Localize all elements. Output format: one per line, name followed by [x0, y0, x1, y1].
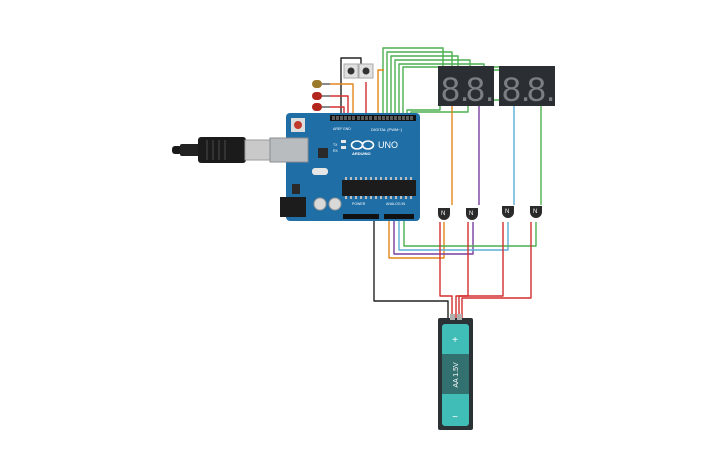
- usb-plug-body: [198, 137, 246, 163]
- wire-green-1[interactable]: [382, 47, 444, 118]
- digital-header-pins: [332, 116, 413, 120]
- reset-button-cap: [294, 121, 302, 129]
- digit-4: 8.: [527, 71, 555, 109]
- pushbutton-1[interactable]: [343, 63, 359, 79]
- analog-header: [384, 214, 414, 219]
- atmega-chip-pins: [345, 177, 412, 199]
- wire-purple-base[interactable]: [393, 220, 474, 255]
- wire-black-gnd[interactable]: [373, 220, 449, 318]
- battery-terminal-pos: [450, 314, 455, 320]
- gnd-label: GND: [343, 127, 351, 131]
- usb-plug-grip: [206, 140, 226, 160]
- regulator: [292, 184, 300, 194]
- arduino-uno-board[interactable]: DIGITAL (PWM~) AREF GND UNO ARDUINO TX R…: [269, 113, 420, 221]
- usb-cable-tail: [172, 146, 182, 154]
- led-yellow[interactable]: [312, 80, 330, 88]
- wire-green-base[interactable]: [403, 220, 537, 247]
- crystal: [312, 168, 328, 175]
- transistor-1[interactable]: N: [438, 208, 450, 220]
- wires: [322, 47, 542, 318]
- wire-red-led-1[interactable]: [322, 95, 349, 118]
- wire-orange-led[interactable]: [322, 83, 354, 118]
- aref-label: AREF: [333, 127, 342, 131]
- power-header: [343, 214, 379, 219]
- arduino-brand-text: ARDUINO: [352, 151, 371, 156]
- capacitor-2: [328, 197, 342, 211]
- seven-segment-display-right[interactable]: 8. 8.: [499, 66, 555, 109]
- wire-orange-base[interactable]: [388, 220, 445, 259]
- transistor-2[interactable]: N: [466, 208, 478, 220]
- usb-jack: [269, 137, 309, 163]
- battery-terminal-neg: [457, 314, 462, 320]
- battery-plus-symbol: +: [452, 335, 458, 346]
- transistor-4[interactable]: N: [530, 206, 542, 218]
- tx-label: TX: [333, 143, 338, 147]
- digit-2: 8.: [466, 71, 494, 109]
- usb-chip: [318, 148, 328, 158]
- wire-blue-base[interactable]: [398, 220, 509, 251]
- analog-header-label: ANALOG IN: [386, 202, 406, 206]
- digit-1: 8.: [441, 71, 469, 109]
- digit-3: 8.: [502, 71, 530, 109]
- battery-cell-band: [442, 354, 469, 394]
- arduino-logo: [350, 140, 375, 150]
- display-body-right: [499, 66, 555, 106]
- rx-led: [341, 146, 346, 149]
- wire-green-3[interactable]: [390, 55, 459, 118]
- wire-red-emitter-1[interactable]: [439, 222, 453, 318]
- wire-red-emitter-4[interactable]: [461, 222, 532, 318]
- usb-plug-metal: [244, 139, 272, 161]
- pushbutton-2[interactable]: [358, 63, 374, 79]
- wire-red-emitter-3[interactable]: [458, 222, 504, 318]
- capacitor-1: [313, 197, 327, 211]
- usb-cable-strain: [180, 144, 200, 156]
- transistor-3[interactable]: N: [502, 206, 514, 218]
- digital-header: [330, 115, 416, 121]
- atmega-chip: [342, 180, 416, 196]
- transistor-3-label: N: [505, 209, 509, 215]
- wire-orange-button[interactable]: [377, 69, 384, 118]
- power-header-label: POWER: [352, 202, 366, 206]
- digital-header-label: DIGITAL (PWM~): [371, 127, 403, 132]
- led-red-1[interactable]: [312, 92, 330, 100]
- display-body-left: [438, 66, 494, 106]
- power-jack: [280, 197, 306, 217]
- leds: [312, 80, 330, 111]
- transistor-1-label: N: [441, 211, 445, 217]
- transistor-2-label: N: [469, 211, 473, 217]
- usb-cable[interactable]: [172, 137, 272, 163]
- transistor-4-label: N: [533, 209, 537, 215]
- aa-battery-holder[interactable]: + − AA 1.5V: [438, 314, 473, 430]
- wire-black-button[interactable]: [340, 57, 362, 118]
- seven-segment-display-left[interactable]: 8. 8.: [438, 66, 494, 109]
- battery-minus-symbol: −: [452, 412, 458, 423]
- battery-label: AA 1.5V: [453, 362, 460, 388]
- led-red-2[interactable]: [312, 103, 330, 111]
- rx-label: RX: [333, 149, 339, 153]
- tx-led: [341, 140, 346, 143]
- uno-logo-text: UNO: [378, 140, 398, 150]
